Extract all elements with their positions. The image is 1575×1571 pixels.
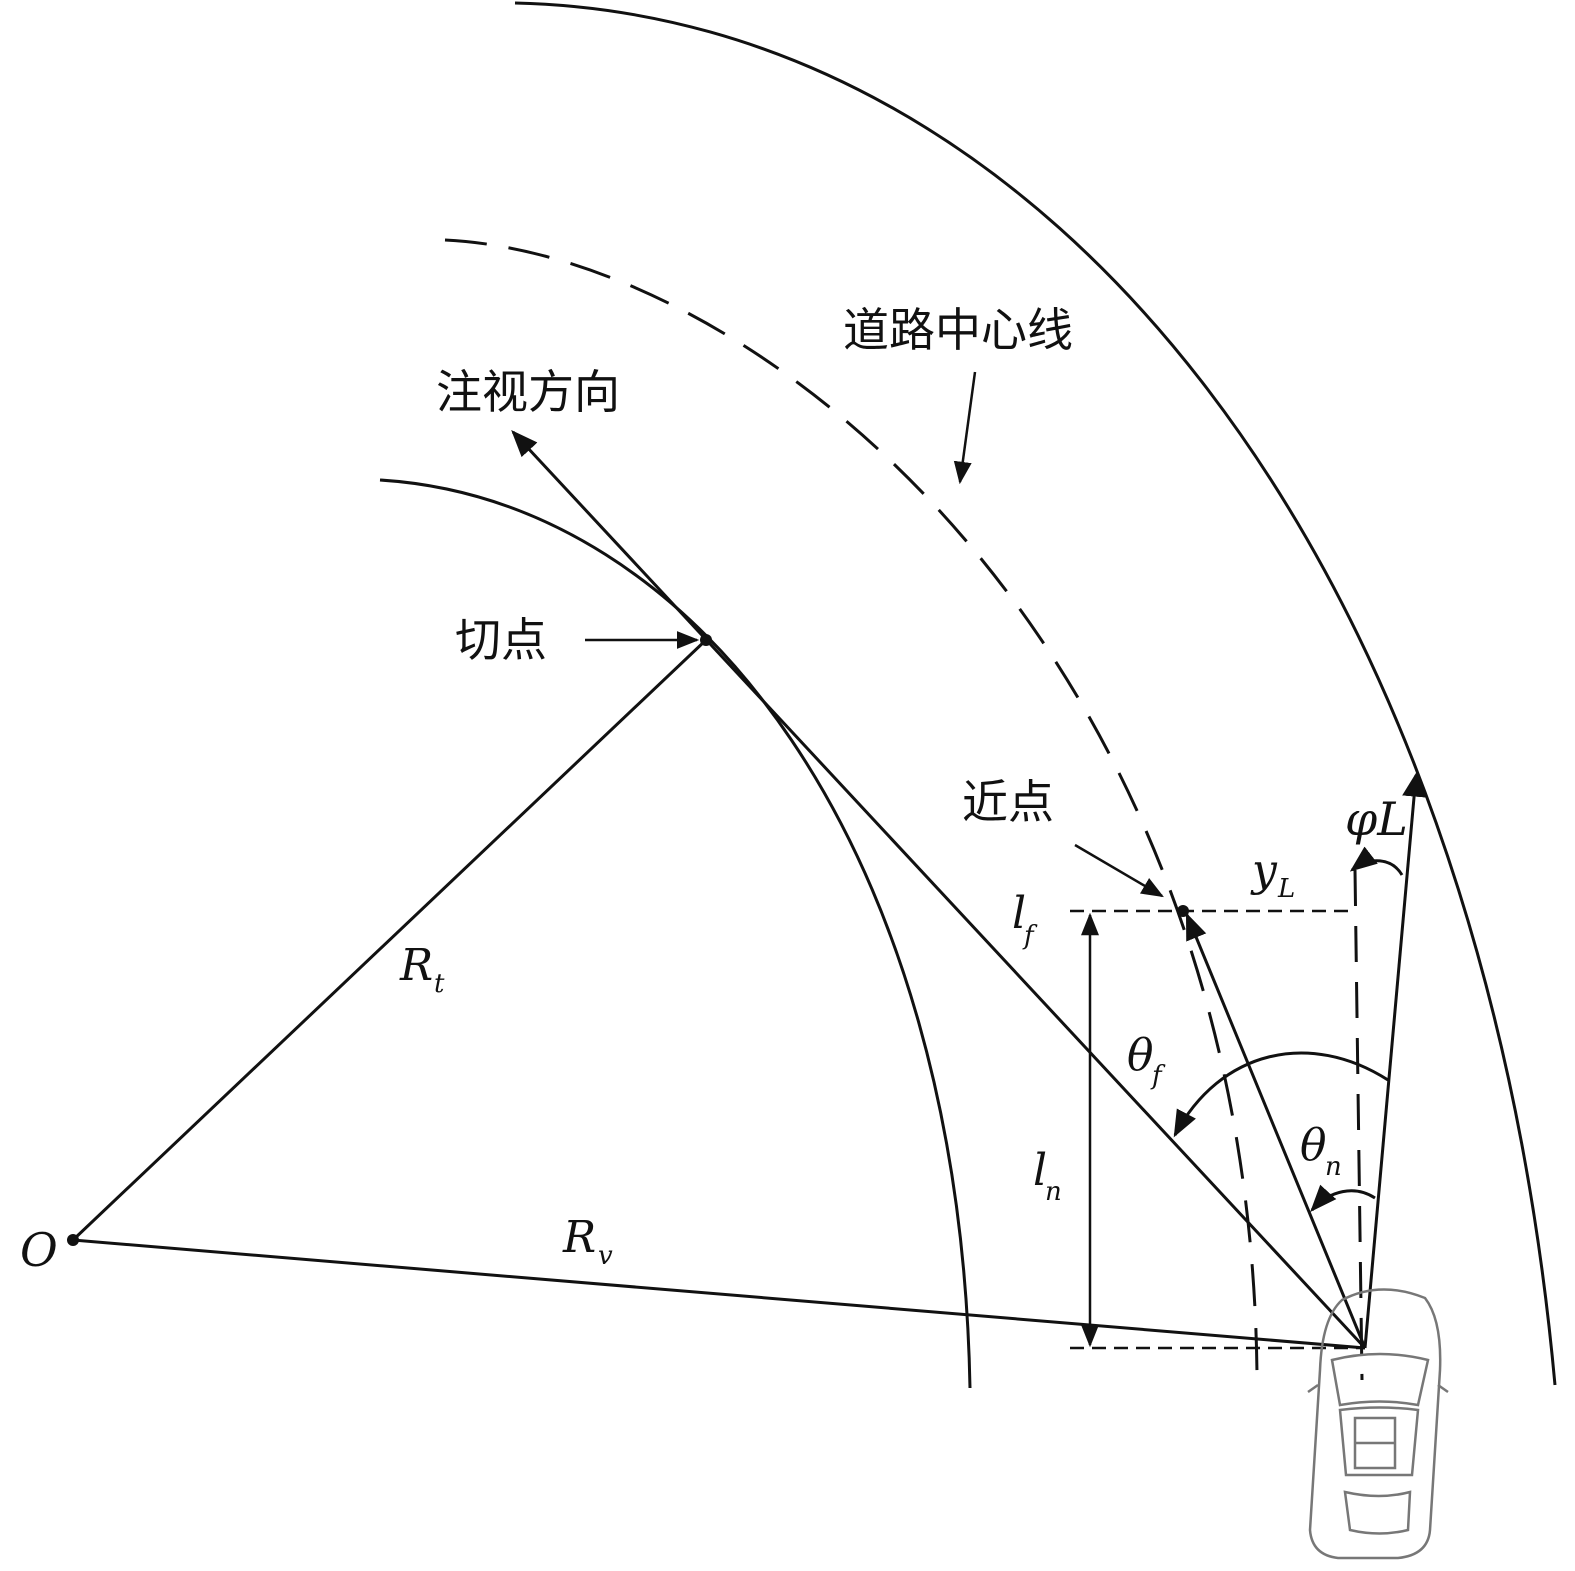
origin-point [67, 1234, 79, 1246]
gaze-direction-arrow [511, 430, 1367, 1350]
svg-text:f: f [1022, 921, 1038, 951]
svg-text:n: n [1325, 1152, 1342, 1182]
rv-label: R v [562, 1212, 613, 1271]
road-centerline-dashed [444, 238, 1259, 1376]
centerline-callout-arrow [953, 371, 977, 485]
phi-l-label: φL [1345, 792, 1408, 846]
svg-text:R: R [399, 940, 433, 991]
radius-rt-line [71, 638, 708, 1242]
svg-text:l: l [1012, 888, 1026, 939]
phi-l-arc [1349, 846, 1404, 876]
ln-label: l n [1033, 1145, 1062, 1207]
theta-f-arc [1173, 1051, 1389, 1138]
theta-f-label: θ f [1127, 1030, 1166, 1091]
radius-rv-line [72, 1238, 1366, 1350]
vehicle-heading-arrow [1363, 772, 1427, 1349]
near-point-callout-arrow [1074, 843, 1164, 898]
yl-label: y L [1250, 845, 1295, 904]
gaze-direction-label: 注视方向 [436, 365, 620, 419]
rt-label: R t [399, 940, 445, 999]
near-point-line [1185, 912, 1367, 1349]
svg-text:θ: θ [1300, 1120, 1327, 1171]
theta-n-label: θ n [1300, 1120, 1342, 1182]
svg-text:n: n [1045, 1177, 1062, 1207]
theta-n-arc [1310, 1184, 1376, 1213]
svg-text:L: L [1277, 874, 1295, 904]
svg-text:θ: θ [1127, 1030, 1154, 1081]
inner-road-edge [379, 478, 972, 1389]
svg-text:v: v [598, 1241, 613, 1271]
svg-text:R: R [562, 1212, 596, 1263]
near-point-label: 近点 [962, 775, 1054, 829]
vehicle-axis-dashed [1353, 869, 1364, 1381]
origin-label: O [20, 1223, 58, 1277]
centerline-label: 道路中心线 [843, 303, 1073, 357]
svg-text:y: y [1250, 845, 1278, 896]
lf-label: l f [1012, 888, 1038, 951]
svg-text:f: f [1150, 1061, 1166, 1091]
svg-text:t: t [434, 969, 445, 999]
tangent-point-label: 切点 [455, 613, 547, 667]
svg-text:l: l [1033, 1145, 1047, 1196]
outer-road-edge [514, 1, 1557, 1386]
car-top-view-icon [1307, 1288, 1449, 1560]
